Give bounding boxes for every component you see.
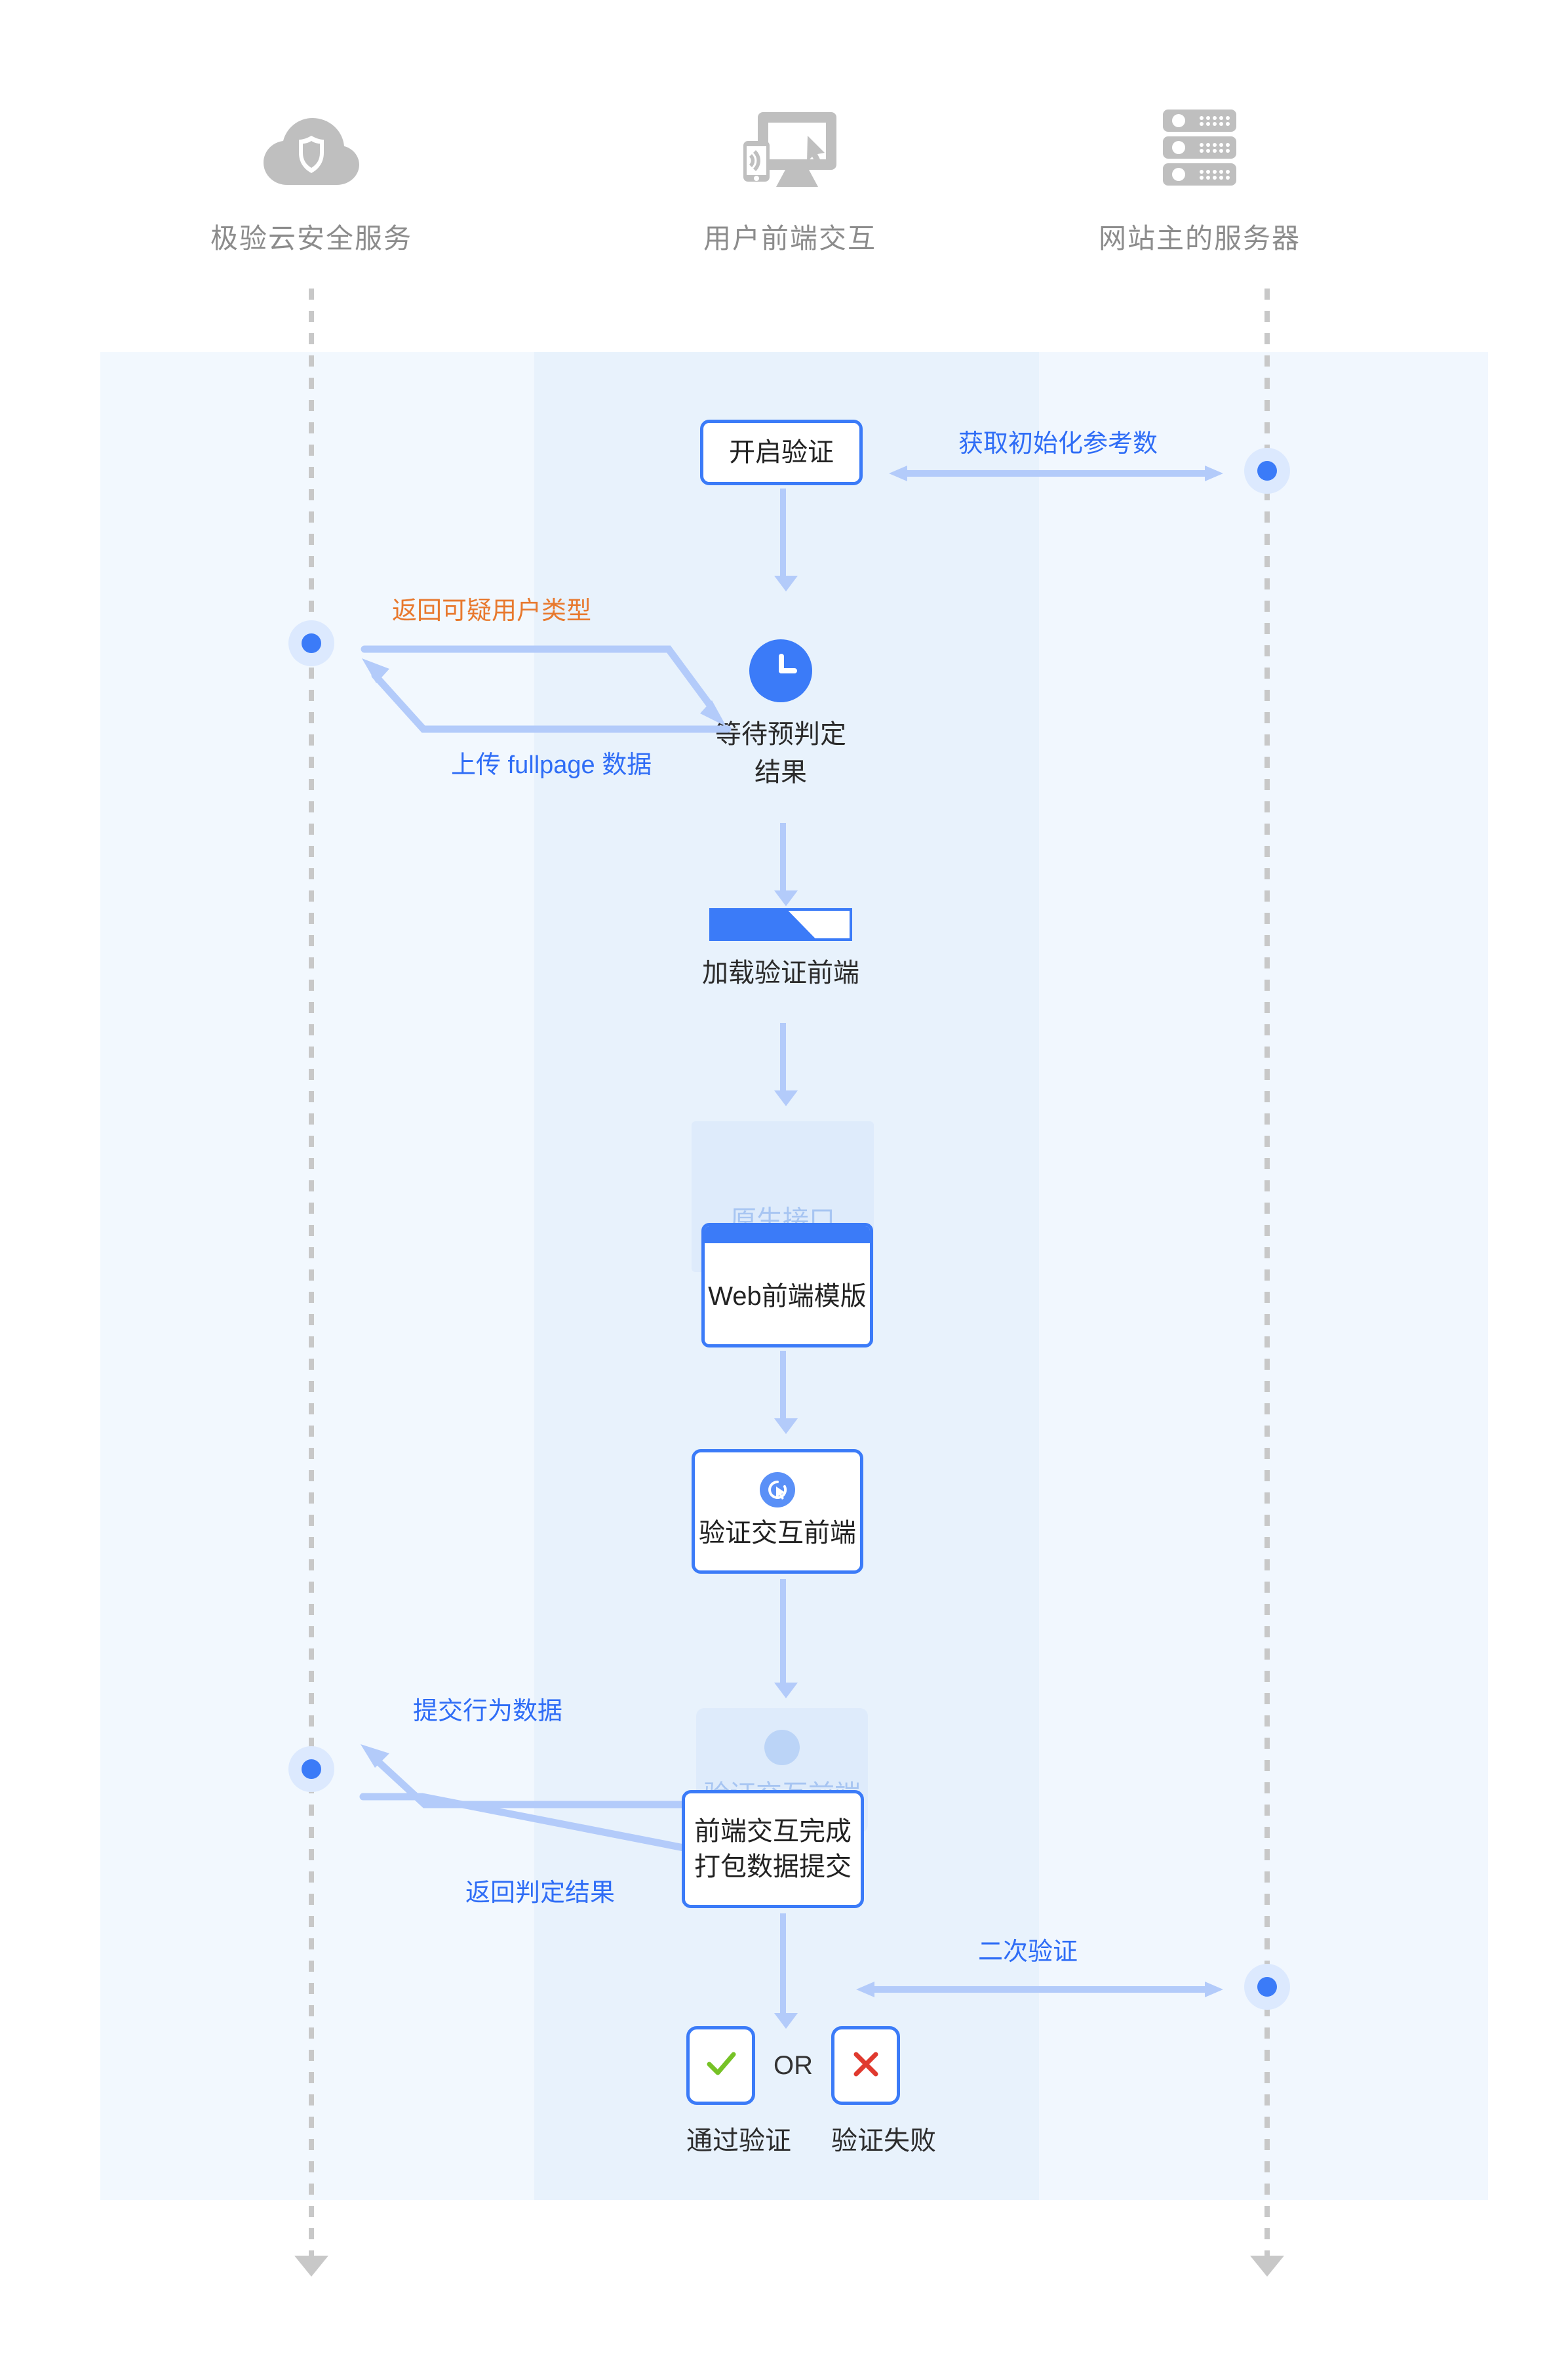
- progress-bar-icon: [709, 908, 852, 941]
- swimlane-band-server: [1039, 352, 1488, 2200]
- connector-wait-to-load: [780, 823, 786, 892]
- connector-template-to-interact: [780, 1351, 786, 1420]
- node-wait-label: 等待预判定 结果: [715, 720, 846, 787]
- cloud-shield-icon: [161, 79, 462, 216]
- connector-interact-to-submit: [780, 1579, 786, 1684]
- click-cursor-icon-ghost: [764, 1730, 800, 1765]
- node-verify-interaction-label: 验证交互前端: [699, 1519, 856, 1547]
- desktop-mobile-icon: [639, 79, 941, 216]
- node-submit-package-label: 前端交互完成 打包数据提交: [694, 1817, 852, 1881]
- label-return-verdict: 返回判定结果: [465, 1879, 616, 1907]
- connector-start-to-wait-tip: [774, 576, 798, 591]
- template-titlebar: [705, 1226, 870, 1243]
- node-web-template[interactable]: 原生接口 Web前端模版: [692, 1121, 874, 1351]
- connector-load-to-template-tip: [774, 1090, 798, 1106]
- node-submit-package[interactable]: 验证交互前端 前端交互完成 打包数据提交: [682, 1708, 878, 1918]
- column-header-server: 网站主的服务器: [1049, 79, 1350, 256]
- result-row: OR: [656, 2026, 931, 2105]
- column-header-label: 极验云安全服务: [210, 223, 412, 254]
- label-second-verification: 二次验证: [978, 1938, 1078, 1966]
- connector-wait-to-load-tip: [774, 890, 798, 906]
- click-cursor-icon: [760, 1472, 795, 1507]
- column-header-client: 用户前端交互: [639, 79, 941, 256]
- node-verify-interaction[interactable]: 验证交互前端: [692, 1449, 863, 1574]
- result-captions: 通过验证 验证失败: [656, 2119, 936, 2157]
- column-header-label: 用户前端交互: [703, 223, 876, 254]
- node-web-template-label: Web前端模版: [708, 1282, 867, 1311]
- node-start-verification[interactable]: 开启验证: [700, 420, 863, 485]
- connector-submit-to-result-tip: [774, 2013, 798, 2029]
- clock-icon: [749, 639, 812, 702]
- arrow-init-params: [889, 466, 1223, 481]
- lifeline-arrow-cloud: [294, 2256, 328, 2277]
- connector-load-to-template: [780, 1023, 786, 1092]
- result-success-box[interactable]: [686, 2026, 755, 2105]
- check-icon: [703, 2046, 739, 2086]
- lifeline-cloud: [309, 289, 314, 2259]
- node-start-label: 开启验证: [700, 420, 863, 485]
- arrow-second-verification: [856, 1982, 1223, 1997]
- node-verify-interaction-card: 验证交互前端: [692, 1449, 863, 1574]
- arrow-prejudge-exchange: [361, 645, 732, 733]
- connector-start-to-wait: [780, 489, 786, 577]
- lifeline-arrow-server: [1250, 2256, 1284, 2277]
- result-or-label: OR: [774, 2050, 813, 2080]
- node-submit-package-card: 前端交互完成 打包数据提交: [682, 1790, 864, 1908]
- server-rack-icon: [1049, 79, 1350, 216]
- connector-interact-to-submit-tip: [774, 1683, 798, 1698]
- result-success-caption: 通过验证: [686, 2126, 791, 2155]
- arrow-behavior-exchange: [359, 1744, 732, 1866]
- node-load-frontend[interactable]: 加载验证前端: [695, 908, 867, 992]
- lifeline-dot-server-init: [1244, 448, 1290, 494]
- node-wait-prejudgement[interactable]: 等待预判定 结果: [695, 639, 867, 791]
- node-web-template-card[interactable]: Web前端模版: [701, 1223, 873, 1347]
- label-upload-fullpage: 上传 fullpage 数据: [451, 751, 652, 779]
- column-header-label: 网站主的服务器: [1098, 223, 1301, 254]
- lifeline-dot-server-second: [1244, 1964, 1290, 2010]
- connector-template-to-interact-tip: [774, 1418, 798, 1434]
- label-suspect-user-type: 返回可疑用户类型: [392, 597, 592, 625]
- lifeline-server: [1264, 289, 1270, 2259]
- result-failure-caption: 验证失败: [831, 2126, 936, 2155]
- node-result-outcome: OR 通过验证 验证失败: [656, 2026, 936, 2157]
- node-load-label: 加载验证前端: [702, 959, 859, 988]
- label-submit-behavior-data: 提交行为数据: [413, 1698, 563, 1725]
- column-header-cloud: 极验云安全服务: [161, 79, 462, 256]
- result-failure-box[interactable]: [831, 2026, 900, 2105]
- connector-submit-to-result: [780, 1913, 786, 2015]
- lifeline-dot-cloud-prejudge: [288, 620, 334, 666]
- cross-icon: [850, 2048, 882, 2083]
- label-init-params: 获取初始化参考数: [958, 430, 1158, 458]
- lifeline-dot-cloud-verdict: [288, 1746, 334, 1792]
